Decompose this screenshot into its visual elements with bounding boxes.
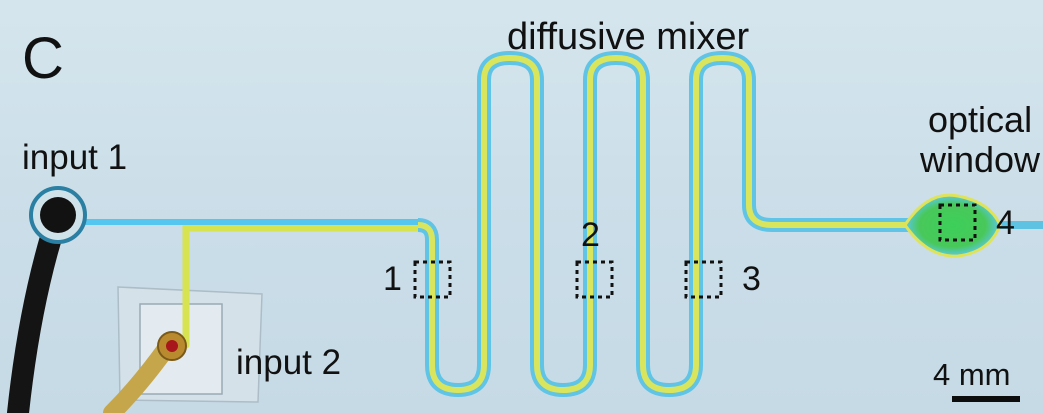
- measure-box-3: [684, 260, 723, 299]
- marker-2-label: 2: [581, 216, 600, 254]
- scale-bar-label: 4 mm: [933, 357, 1011, 392]
- measure-box-4: [938, 203, 977, 242]
- input1-port: [40, 197, 76, 233]
- scale-bar: [952, 396, 1020, 402]
- measure-box-1: [413, 260, 452, 299]
- input2-port-center: [166, 340, 178, 352]
- optical-label-line2: window: [920, 139, 1041, 181]
- measure-box-2: [575, 260, 614, 299]
- diffusive-mixer-label: diffusive mixer: [507, 16, 750, 58]
- panel-letter: C: [22, 26, 64, 91]
- marker-4-label: 4: [996, 204, 1015, 242]
- optical-window-label: optical window: [920, 99, 1041, 181]
- input2-label: input 2: [236, 343, 342, 382]
- input1-label: input 1: [22, 138, 128, 177]
- marker-3-label: 3: [742, 260, 761, 298]
- optical-label-line1: optical: [928, 99, 1033, 140]
- mixer-channel-core: [417, 55, 925, 393]
- marker-1-label: 1: [383, 260, 402, 298]
- input2-channel: [182, 224, 424, 349]
